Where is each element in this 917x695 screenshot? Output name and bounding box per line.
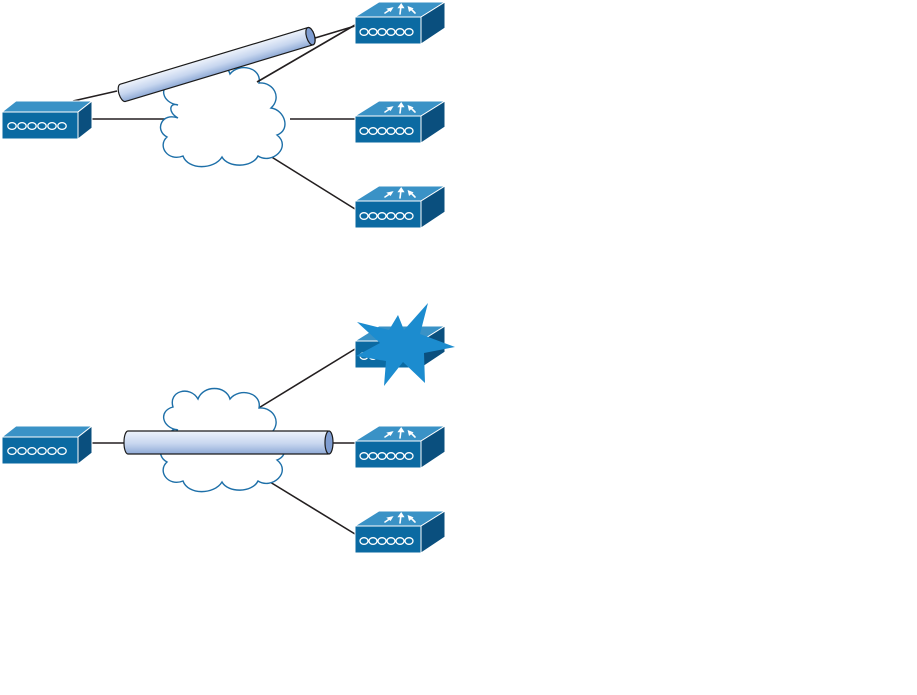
link-cloud-spoke-3	[270, 482, 355, 534]
access-point-router-icon[interactable]	[355, 426, 445, 468]
link-cloud-spoke-3	[270, 156, 355, 209]
access-point-router-icon[interactable]	[355, 511, 445, 553]
access-point-router-icon[interactable]	[355, 186, 445, 228]
diagram-bottom	[2, 303, 455, 553]
diagram-top	[2, 2, 445, 228]
vpn-concentrator-icon[interactable]	[2, 426, 92, 464]
link-cloud-spoke-1	[257, 349, 355, 409]
vpn-concentrator-icon[interactable]	[2, 101, 92, 139]
access-point-router-icon[interactable]	[355, 2, 445, 44]
vpn-tunnel-icon	[124, 431, 355, 454]
access-point-router-icon[interactable]	[355, 101, 445, 143]
